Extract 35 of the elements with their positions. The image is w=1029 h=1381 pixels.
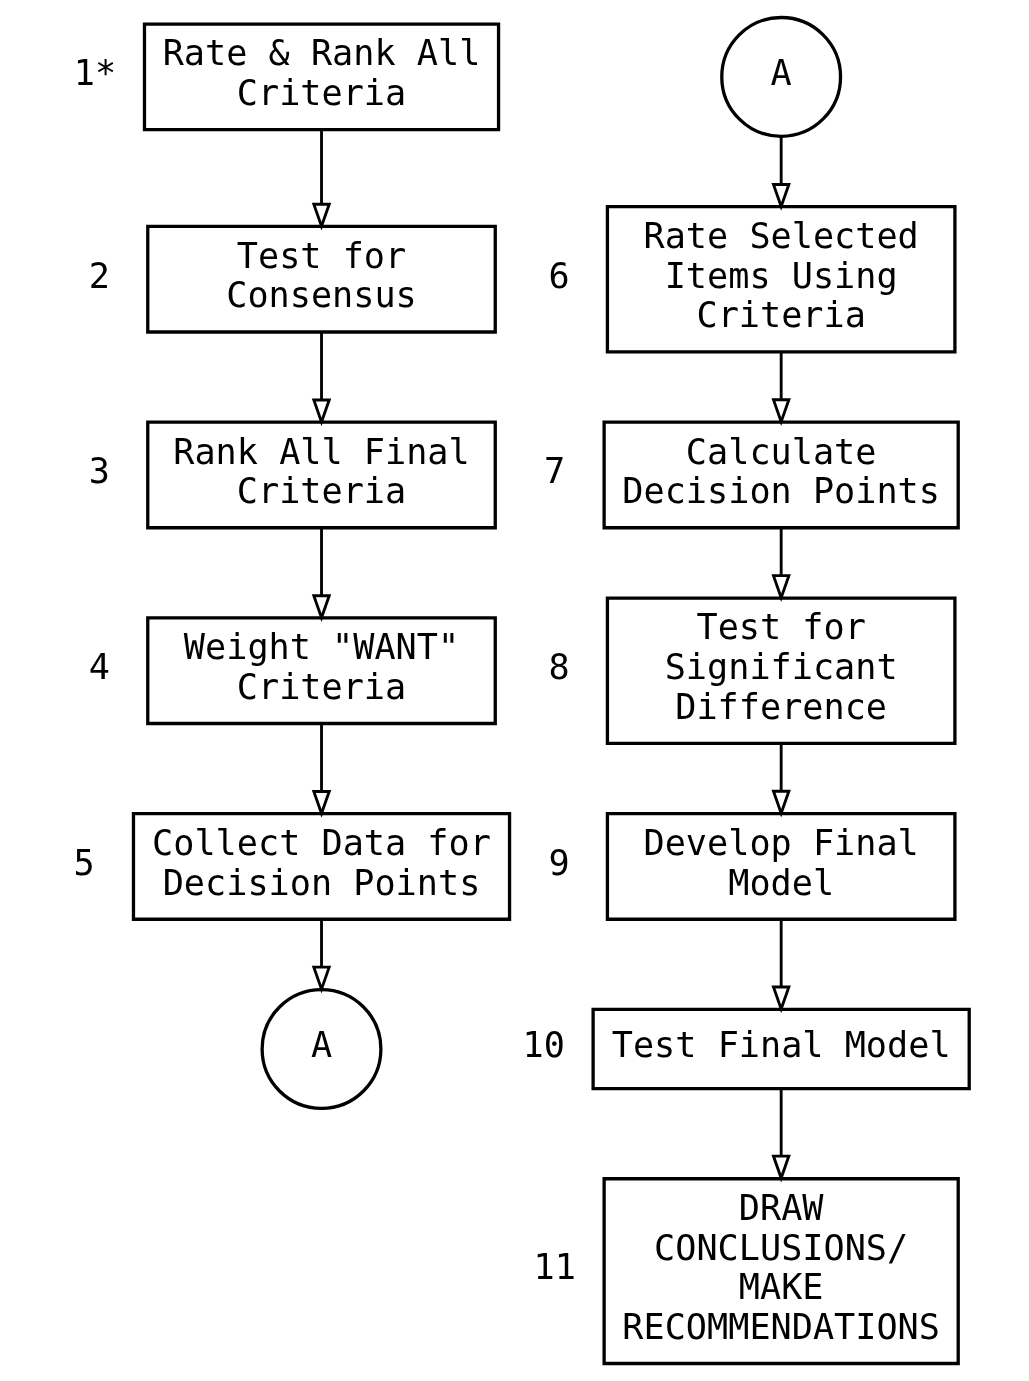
node-box: Test for Significant Difference [605, 596, 957, 745]
node-label: 2 [88, 254, 110, 296]
node-label: 4 [88, 646, 110, 688]
arrow [771, 744, 791, 818]
node-circle: A [260, 987, 383, 1110]
arrow [771, 1089, 791, 1183]
node-box: Test for Consensus [146, 224, 497, 334]
node-box: Test Final Model [591, 1007, 971, 1091]
arrow [311, 920, 332, 994]
node-label: 1* [73, 52, 117, 94]
arrow [771, 528, 791, 602]
node-box: Calculate Decision Points [602, 420, 960, 530]
node-label: 3 [88, 450, 110, 492]
node-circle: A [720, 15, 843, 138]
arrow [311, 332, 332, 427]
node-label: 10 [522, 1024, 565, 1066]
node-box: Develop Final Model [605, 812, 957, 921]
arrow [771, 920, 791, 1014]
arrow [311, 724, 332, 818]
node-box: Weight "WANT" Criteria [146, 616, 497, 726]
arrow [771, 136, 791, 211]
node-box: Rate & Rank All Criteria [142, 22, 501, 132]
node-box: Rate Selected Items Using Criteria [605, 205, 957, 354]
node-box: DRAW CONCLUSIONS/ MAKE RECOMMENDATIONS [602, 1177, 960, 1366]
node-box: Rank All Final Criteria [146, 420, 497, 530]
node-box: Collect Data for Decision Points [131, 812, 512, 921]
arrow [311, 528, 332, 623]
node-label: 8 [548, 646, 570, 688]
arrow [311, 130, 332, 231]
node-label: 11 [533, 1246, 576, 1288]
node-label: 7 [544, 450, 566, 492]
node-label: 9 [548, 841, 570, 883]
node-label: 6 [548, 254, 570, 296]
node-label: 5 [73, 841, 95, 883]
arrow [771, 352, 791, 427]
